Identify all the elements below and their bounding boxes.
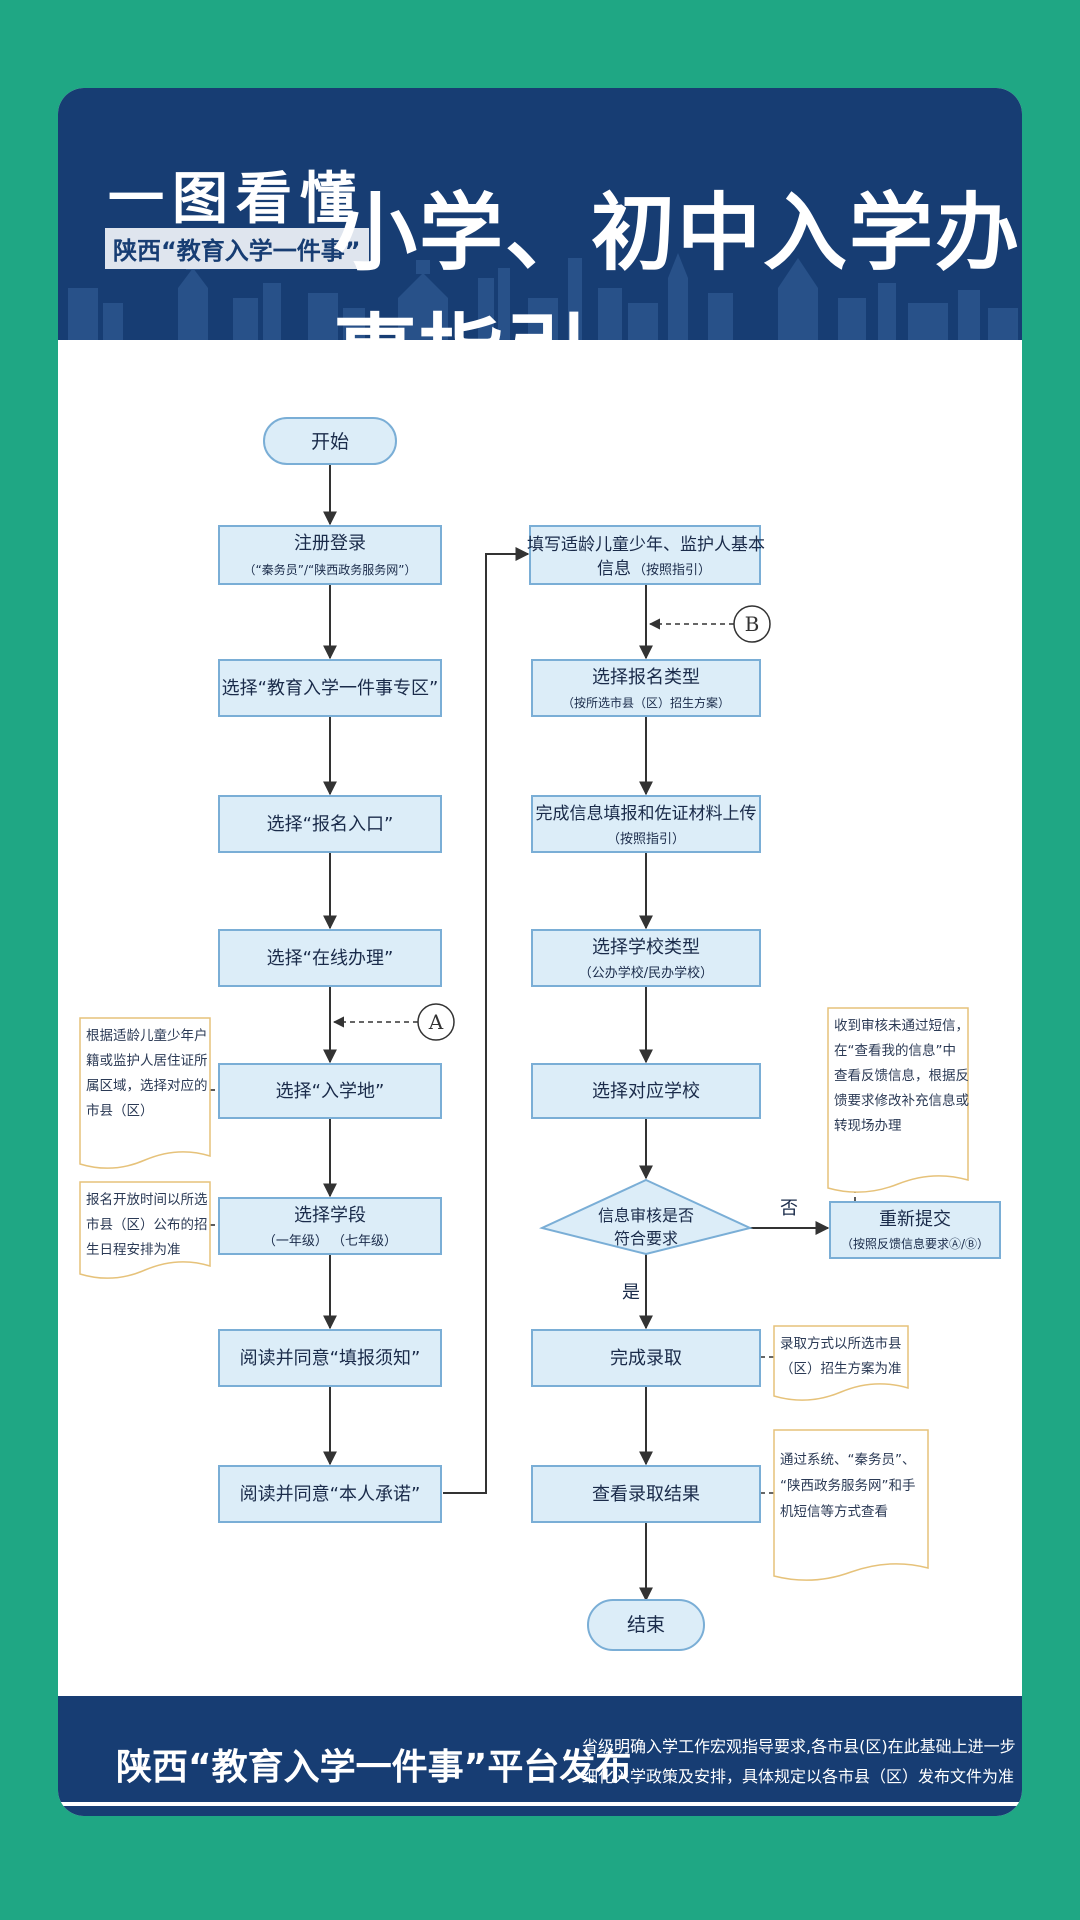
select-school-label: 选择对应学校 <box>592 1081 700 1102</box>
stage-note-line1: 报名开放时间以所选 <box>86 1192 208 1208</box>
read-notice-box <box>218 1329 442 1387</box>
select-online-box <box>218 929 442 987</box>
footer-disclaimer-line2: 细化入学政策及安排，具体规定以各市县（区）发布文件为准 <box>582 1767 1015 1786</box>
failed-note-shape <box>827 1007 969 1193</box>
failed-note-line2: 在“查看我的信息”中 <box>834 1042 956 1059</box>
select-school-box <box>531 1063 761 1119</box>
stage-note-shape <box>79 1181 211 1279</box>
city-skyline-illustration <box>68 253 1018 340</box>
failed-note-line4: 馈要求修改补充信息或 <box>834 1092 969 1109</box>
resubmit-box <box>829 1201 1001 1259</box>
select-type-sub: （按所选市县（区）招生方案） <box>562 695 730 710</box>
header-title: 小学、初中入学办事指引 <box>333 184 1022 403</box>
register-label: 注册登录 <box>294 533 366 554</box>
review-line2: 符合要求 <box>614 1229 678 1248</box>
header-title-small: 一图看懂 <box>108 167 364 232</box>
select-stage-label: 选择学段 <box>294 1205 366 1226</box>
start-label: 开始 <box>311 431 349 453</box>
result-note-line3: 机短信等方式查看 <box>780 1503 888 1520</box>
arrow-promise-fillinfo <box>443 547 530 1494</box>
end-terminal: 结束 <box>587 1599 705 1651</box>
footer-disclaimer: 省级明确入学工作宏观指导要求,各市县(区)在此基础上进一步 细化入学政策及安排，… <box>582 1732 1016 1792</box>
footer-banner: 陕西“教育入学一件事”平台发布 省级明确入学工作宏观指导要求,各市县(区)在此基… <box>58 1696 1022 1816</box>
place-note-line2: 籍或监护人居住证所 <box>86 1052 208 1069</box>
admission-box <box>531 1329 761 1387</box>
connector-b-label: B <box>745 612 760 636</box>
register-sub: （“秦务员”/“陕西政务服务网”） <box>244 562 417 577</box>
resubmit-label: 重新提交 <box>879 1209 951 1230</box>
complete-upload-box <box>531 795 761 853</box>
poster-card: 一图看懂 陕西“教育入学一件事” 小学、初中入学办事指引 <box>58 88 1022 1816</box>
footer-disclaimer-line1: 省级明确入学工作宏观指导要求,各市县(区)在此基础上进一步 <box>582 1737 1016 1756</box>
connector-a-circle <box>417 1003 455 1041</box>
footer-stripe <box>58 1802 1022 1806</box>
select-stage-box <box>218 1197 442 1255</box>
stage-note-line2: 市县（区）公布的招 <box>86 1216 208 1233</box>
no-label: 否 <box>780 1198 798 1219</box>
place-note-line3: 属区域，选择对应的 <box>86 1077 208 1094</box>
select-school-type-label: 选择学校类型 <box>592 937 700 958</box>
result-note-line2: “陕西政务服务网”和手 <box>780 1478 916 1494</box>
admission-note-shape <box>773 1325 909 1401</box>
fill-info-sub: （按照指引） <box>633 563 711 578</box>
place-note-line4: 市县（区） <box>86 1102 154 1119</box>
failed-note-line3: 查看反馈信息，根据反 <box>834 1067 969 1084</box>
admission-label: 完成录取 <box>610 1348 682 1369</box>
result-note-line1: 通过系统、“秦务员”、 <box>780 1452 916 1468</box>
start-terminal: 开始 <box>263 417 397 465</box>
read-promise-box <box>218 1465 442 1523</box>
admission-note-line2: （区）招生方案为准 <box>780 1360 902 1377</box>
flowchart: 开始 结束 <box>79 417 1001 1651</box>
select-type-box <box>531 659 761 717</box>
resubmit-sub: （按照反馈信息要求Ⓐ/Ⓑ） <box>841 1236 989 1251</box>
complete-upload-sub: （按照指引） <box>607 832 685 847</box>
select-school-type-box <box>531 929 761 987</box>
header-banner: 一图看懂 陕西“教育入学一件事” 小学、初中入学办事指引 <box>58 88 1022 403</box>
place-note-shape <box>79 1017 211 1169</box>
register-box <box>218 525 442 585</box>
select-place-label: 选择“入学地” <box>276 1081 385 1102</box>
footer-publisher: 陕西“教育入学一件事”平台发布 <box>116 1747 632 1788</box>
fill-info-line1: 填写适龄儿童少年、监护人基本 <box>527 535 765 555</box>
read-promise-label: 阅读并同意“本人承诺” <box>240 1484 421 1505</box>
read-notice-label: 阅读并同意“填报须知” <box>240 1348 421 1369</box>
select-stage-sub: （一年级） （七年级） <box>263 1234 397 1249</box>
view-result-box <box>531 1465 761 1523</box>
connector-a-label: A <box>428 1010 444 1034</box>
select-zone-box <box>218 659 442 717</box>
view-result-label: 查看录取结果 <box>592 1484 700 1505</box>
yes-label: 是 <box>622 1282 640 1303</box>
review-line1: 信息审核是否 <box>598 1206 694 1225</box>
fill-info-line2: 信息 <box>597 559 631 579</box>
failed-note-line1: 收到审核未通过短信， <box>834 1018 969 1034</box>
header-subtitle-badge: 陕西“教育入学一件事” <box>105 228 369 269</box>
select-type-label: 选择报名类型 <box>592 667 700 688</box>
select-entry-label: 选择“报名入口” <box>267 814 394 835</box>
complete-upload-label: 完成信息填报和佐证材料上传 <box>536 804 757 824</box>
result-note-shape <box>773 1429 929 1581</box>
stage-note-line3: 生日程安排为准 <box>86 1242 181 1258</box>
fill-info-box <box>529 525 761 585</box>
place-note-line1: 根据适龄儿童少年户 <box>86 1027 208 1044</box>
review-decision-diamond <box>539 1178 753 1256</box>
select-online-label: 选择“在线办理” <box>267 948 394 969</box>
select-zone-label: 选择“教育入学一件事专区” <box>222 678 439 699</box>
failed-note-line5: 转现场办理 <box>834 1118 902 1134</box>
select-place-box <box>218 1063 442 1119</box>
connector-b-circle <box>733 605 771 643</box>
select-entry-box <box>218 795 442 853</box>
select-school-type-sub: （公办学校/民办学校） <box>579 965 713 981</box>
end-label: 结束 <box>627 1614 665 1636</box>
admission-note-line1: 录取方式以所选市县 <box>780 1335 902 1352</box>
